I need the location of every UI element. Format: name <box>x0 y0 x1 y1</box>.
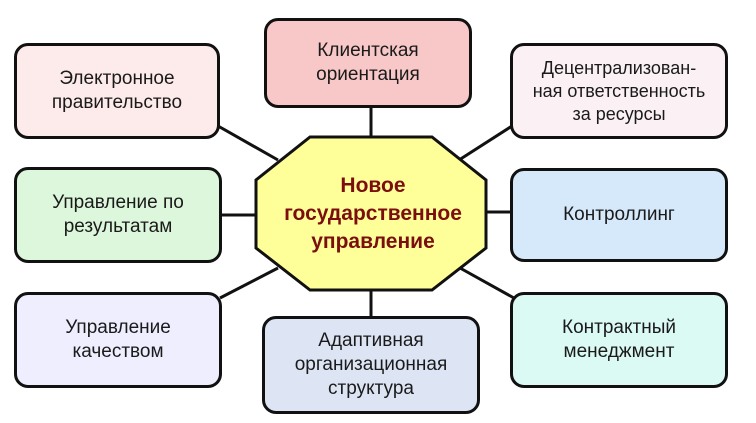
center-octagon <box>254 135 488 292</box>
node-label: Управление по результатам <box>52 192 184 237</box>
node-electronic-government: Электронное правительство <box>14 43 220 139</box>
node-decentralized-responsibility: Децентрализован- ная ответственность за … <box>510 43 728 139</box>
node-label: Контроллинг <box>563 204 675 225</box>
node-quality-management: Управление качеством <box>14 292 222 388</box>
node-adaptive-structure: Адаптивная организационная структура <box>262 316 480 414</box>
node-label: Контрактный менеджмент <box>562 317 676 362</box>
node-label: Децентрализован- ная ответственность за … <box>532 57 706 124</box>
node-label: Адаптивная организационная структура <box>294 330 448 399</box>
connector-electronic-government <box>217 124 279 162</box>
connector-decentralized-responsibility <box>458 124 513 162</box>
connector-contract-management <box>459 266 515 300</box>
node-controlling: Контроллинг <box>510 168 728 262</box>
node-label: Электронное правительство <box>51 68 183 113</box>
node-results-management: Управление по результатам <box>14 167 222 263</box>
node-label: Управление качеством <box>65 317 171 362</box>
node-client-orientation: Клиентская ориентация <box>264 18 472 108</box>
node-label: Клиентская ориентация <box>316 40 420 85</box>
connector-quality-management <box>219 266 279 300</box>
center-title: Новое государственное управление <box>284 174 462 253</box>
node-contract-management: Контрактный менеджмент <box>510 292 728 388</box>
